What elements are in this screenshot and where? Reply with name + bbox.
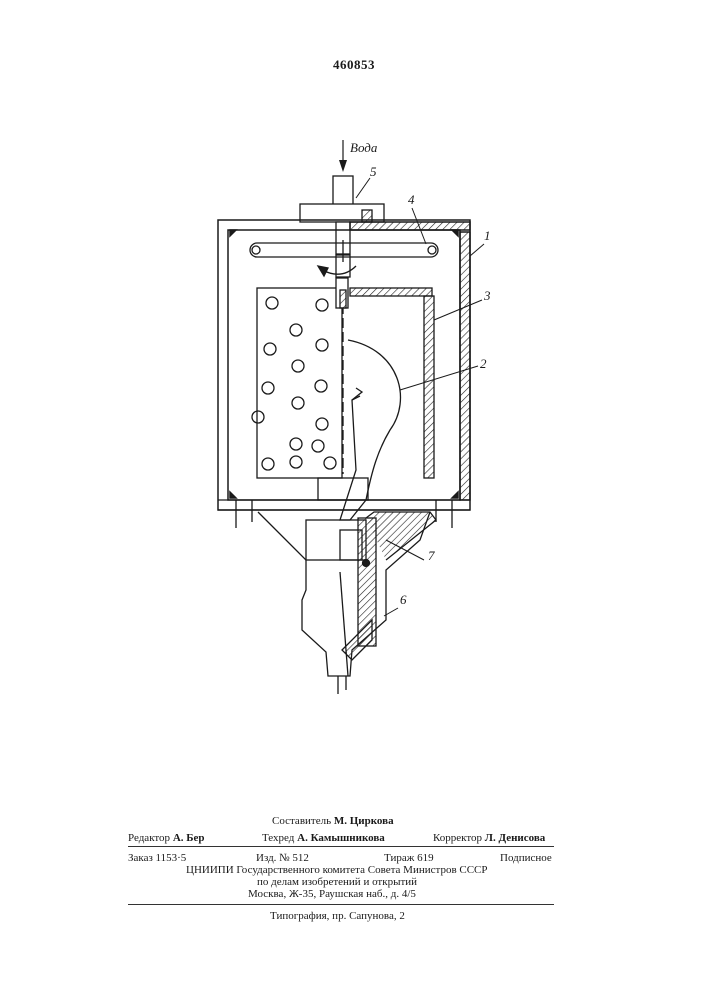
techeditor-name: А. Камышникова — [297, 832, 385, 844]
printer-line: Типография, пр. Сапунова, 2 — [270, 910, 405, 923]
inlet-fitting — [300, 176, 384, 254]
callout-2: 2 — [480, 356, 487, 371]
callout-7: 7 — [428, 548, 435, 563]
callout-6: 6 — [400, 592, 407, 607]
nozzle-assembly — [258, 512, 436, 694]
footer-rule-top — [128, 846, 554, 847]
footer-rule-bottom — [128, 904, 554, 905]
water-inlet-arrow — [339, 140, 347, 172]
techeditor-label: Техред — [262, 832, 294, 844]
editor-label: Редактор — [128, 832, 170, 844]
filter-cartridge — [257, 278, 434, 478]
subscription: Подписное — [500, 852, 552, 865]
lamp-element — [340, 340, 400, 520]
callout-5: 5 — [370, 164, 377, 179]
water-label: Вода — [350, 140, 378, 155]
institute-line-3: Москва, Ж-35, Раушская наб., д. 4/5 — [248, 888, 416, 901]
corrector-name: Л. Денисова — [485, 832, 546, 844]
order-number: Заказ 1153·5 — [128, 852, 186, 865]
compiler-label: Составитель — [272, 815, 331, 827]
callout-4: 4 — [408, 192, 415, 207]
callout-3: 3 — [483, 288, 491, 303]
filter-holes — [252, 297, 336, 470]
compiler-name: М. Циркова — [334, 815, 394, 827]
callout-1: 1 — [484, 228, 491, 243]
editor-name: А. Бер — [173, 832, 205, 844]
corrector-label: Корректор — [433, 832, 482, 844]
